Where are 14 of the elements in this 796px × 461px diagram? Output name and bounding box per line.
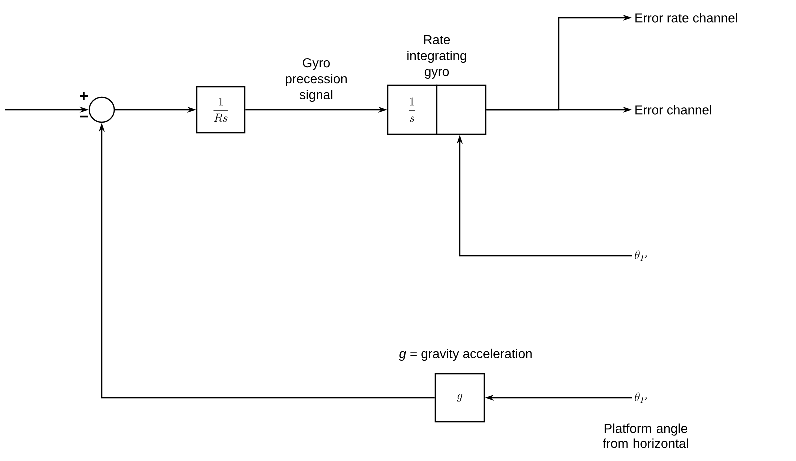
sign-symbol: − [80, 116, 88, 118]
note: g = gravity acceleration [399, 348, 532, 362]
node-label: Rate integrating gyro [408, 35, 466, 79]
transfer-block: $\frac{1}{Rs}$ [196, 86, 246, 134]
signal-label: Error rate channel [636, 13, 738, 23]
transfer-block: $g$ [434, 373, 486, 423]
gyro-block: $\frac{1}{s}$ Rate integrating gyro [387, 36, 487, 136]
signal-label: $\theta_P$ [635, 250, 647, 262]
sign-symbol: + [80, 92, 88, 100]
signal-label: Error channel [636, 105, 712, 115]
summing-junction [88, 96, 116, 124]
signal-label: $\theta_P$ [635, 392, 647, 404]
signal-label: Platform angle from horizontal [603, 424, 688, 448]
edge-label: Gyro precession signal [286, 58, 347, 102]
